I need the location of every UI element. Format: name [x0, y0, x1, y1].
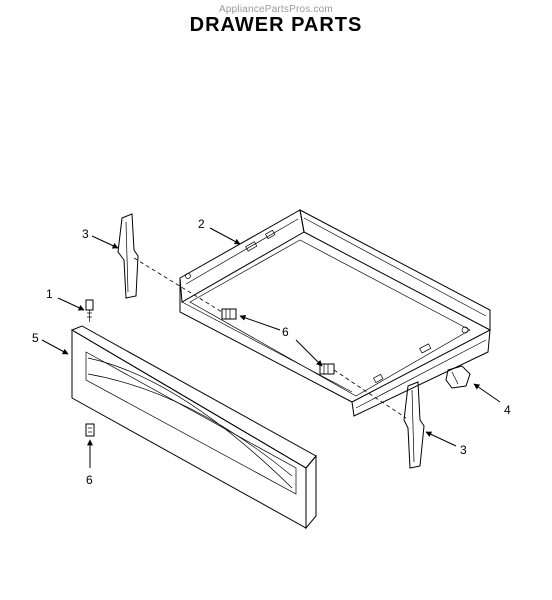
- callout-5: 5: [32, 331, 39, 345]
- drawer-body: [179, 209, 491, 417]
- leader-1: [57, 297, 85, 311]
- glide-stud-mid: [221, 308, 237, 320]
- assembly-line-right: [333, 369, 407, 419]
- screw-bottom: [85, 423, 95, 437]
- page-title: DRAWER PARTS: [189, 14, 363, 36]
- callout-4: 4: [504, 403, 511, 417]
- callout-3-top: 3: [82, 227, 89, 241]
- leader-4: [473, 383, 501, 403]
- callout-2: 2: [198, 217, 205, 231]
- leader-3-top: [91, 235, 119, 249]
- leader-2: [209, 227, 241, 245]
- assembly-line-left: [133, 257, 223, 313]
- callout-6-mid: 6: [282, 325, 289, 339]
- leader-5: [41, 339, 69, 355]
- callout-1: 1: [46, 287, 53, 301]
- leader-6-mid-a: [239, 314, 281, 331]
- callout-3-bottom: 3: [460, 443, 467, 457]
- screw-top: [85, 299, 94, 322]
- drawer-bracket: [445, 365, 471, 389]
- drawer-glide-right: [403, 381, 425, 469]
- callout-6-bottom: 6: [86, 473, 93, 487]
- drawer-glide-left: [117, 213, 139, 299]
- glide-stud-right: [319, 363, 335, 375]
- drawer-front-panel: [70, 325, 317, 530]
- watermark: AppliancePartsPros.com: [219, 4, 333, 15]
- leader-3-bottom: [425, 431, 457, 447]
- leader-6-mid-b: [295, 339, 323, 367]
